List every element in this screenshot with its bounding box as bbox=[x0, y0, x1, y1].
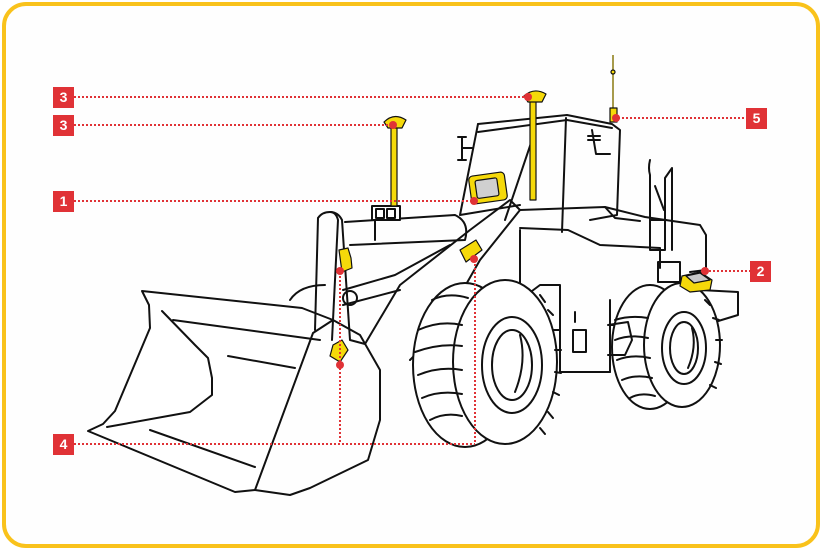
callout-badge-3-upper: 3 bbox=[53, 87, 74, 108]
hydraulic-cylinder bbox=[344, 205, 468, 246]
control-box bbox=[679, 271, 713, 293]
cab-display bbox=[468, 171, 508, 205]
leader-lines bbox=[74, 96, 750, 445]
front-tire bbox=[412, 279, 562, 448]
rear-tire bbox=[607, 282, 723, 410]
boom-arm bbox=[289, 199, 521, 361]
radio-antenna bbox=[609, 55, 618, 123]
lift-arm-sensor bbox=[459, 239, 483, 263]
bucket bbox=[87, 290, 381, 496]
boom-sensor-lower bbox=[329, 339, 349, 363]
callout-badge-1: 1 bbox=[53, 191, 74, 212]
callout-dots bbox=[336, 93, 709, 369]
callout-badge-3-lower: 3 bbox=[53, 115, 74, 136]
callout-badge-4: 4 bbox=[53, 434, 74, 455]
gnss-antenna-right bbox=[523, 90, 547, 201]
callout-badge-2: 2 bbox=[750, 261, 771, 282]
callout-badge-5: 5 bbox=[746, 108, 767, 129]
gnss-antenna-left bbox=[383, 115, 407, 207]
cab bbox=[457, 114, 621, 233]
